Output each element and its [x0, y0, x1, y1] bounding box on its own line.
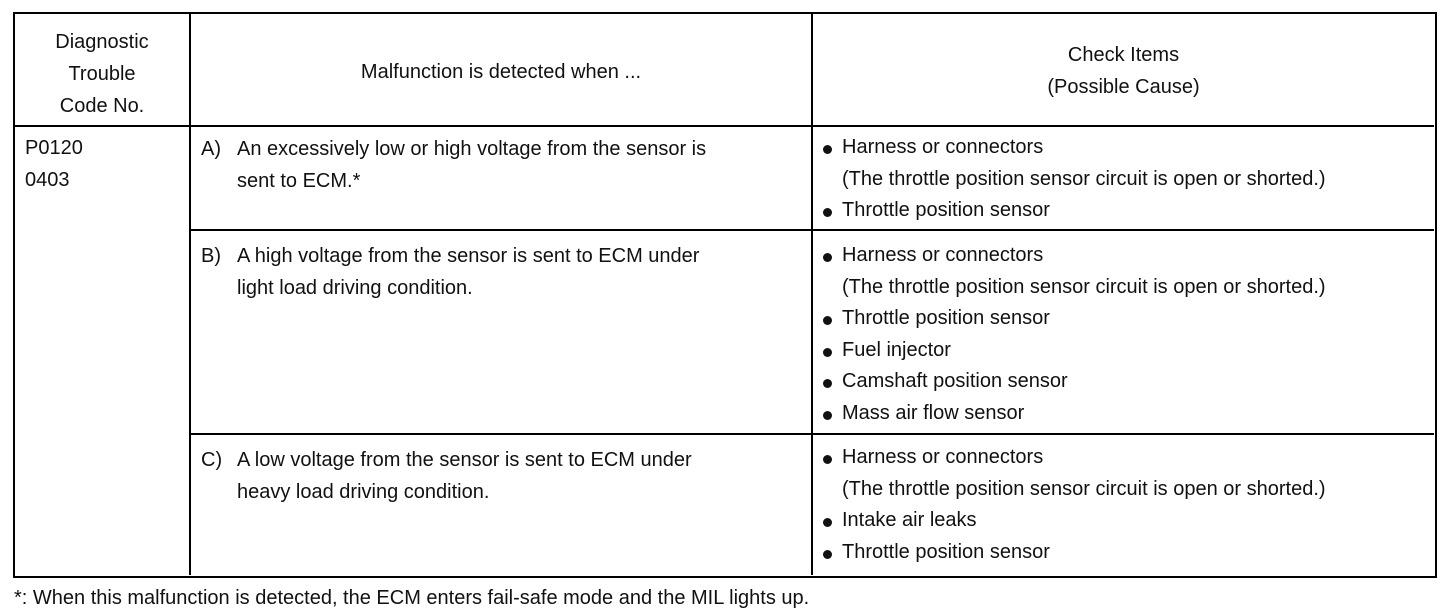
condition-b-text-1: A high voltage from the sensor is sent t… [237, 245, 700, 267]
list-item: Mass air flow sensor [818, 398, 1432, 430]
causes-c: Harness or connectors (The throttle posi… [818, 442, 1432, 568]
cause-label: Harness or connectors [842, 446, 1044, 468]
condition-c-text-1: A low voltage from the sensor is sent to… [237, 449, 692, 471]
cause-label: Mass air flow sensor [842, 401, 1025, 424]
condition-b-letter: B) [201, 245, 221, 267]
bullet-icon [823, 145, 832, 154]
column-divider-condition [811, 14, 813, 575]
bullet-icon [823, 347, 832, 357]
list-item: Harness or connectors [818, 132, 1432, 164]
condition-a-letter: A) [201, 138, 221, 160]
condition-c-indent [201, 477, 237, 509]
dtc-code-obd: P0120 [25, 137, 83, 159]
footnote: *: When this malfunction is detected, th… [14, 587, 810, 609]
bullet-icon [823, 518, 832, 527]
condition-b-text-2: light load driving condition. [237, 276, 473, 299]
bullet-icon [823, 455, 832, 464]
list-item: Fuel injector [818, 335, 1432, 367]
bullet-icon [823, 410, 832, 420]
cause-label: Throttle position sensor [842, 540, 1050, 563]
condition-c-text-2: heavy load driving condition. [237, 480, 490, 503]
header-malfunction: Malfunction is detected when ... [191, 56, 811, 88]
diagnostic-table: Diagnostic Trouble Code No. Malfunction … [13, 12, 1437, 578]
condition-b-line-2: light load driving condition. [201, 273, 809, 305]
condition-b: B) A high voltage from the sensor is sen… [201, 241, 809, 304]
causes-a: Harness or connectors (The throttle posi… [818, 132, 1432, 227]
causes-c-list: Harness or connectors (The throttle posi… [818, 442, 1432, 568]
list-item: Harness or connectors [818, 240, 1432, 272]
cause-label: Harness or connectors [842, 136, 1044, 158]
header-check-items-line-2: (Possible Cause) [1047, 76, 1200, 98]
header-code-line-3: Code No. [59, 95, 145, 117]
causes-a-list: Harness or connectors (The throttle posi… [818, 132, 1432, 227]
header-code-line-2: Trouble [68, 63, 136, 85]
condition-a-line-1: A) An excessively low or high voltage fr… [201, 134, 809, 166]
causes-b-list: Harness or connectors (The throttle posi… [818, 240, 1432, 429]
bullet-icon [823, 208, 832, 217]
cause-label: Fuel injector [842, 338, 951, 361]
condition-a-text-1: An excessively low or high voltage from … [237, 138, 707, 160]
condition-a-line-2: sent to ECM.* [201, 166, 809, 198]
bullet-icon [823, 379, 832, 388]
column-divider-code [189, 14, 191, 575]
dtc-codes: P0120 0403 [25, 133, 185, 196]
list-item: Throttle position sensor [818, 537, 1432, 569]
cause-label: Throttle position sensor [842, 307, 1050, 329]
list-item: Throttle position sensor [818, 303, 1432, 335]
list-item: Harness or connectors [818, 442, 1432, 474]
causes-b: Harness or connectors (The throttle posi… [818, 240, 1432, 429]
condition-b-indent [201, 273, 237, 305]
list-item: Intake air leaks [818, 505, 1432, 537]
condition-a-indent [201, 166, 237, 198]
cause-detail: (The throttle position sensor circuit is… [842, 167, 1326, 190]
header-divider [15, 125, 1434, 127]
header-code-line-1: Diagnostic [55, 31, 149, 53]
cause-label: Harness or connectors [842, 244, 1044, 266]
condition-a-text-2: sent to ECM.* [237, 169, 361, 192]
header-check-items-line-1: Check Items [1067, 44, 1180, 66]
cause-label: Throttle position sensor [842, 199, 1050, 221]
condition-c: C) A low voltage from the sensor is sent… [201, 445, 809, 508]
condition-b-line-1: B) A high voltage from the sensor is sen… [201, 241, 809, 273]
cause-detail: (The throttle position sensor circuit is… [842, 477, 1326, 500]
row-divider-a-b [189, 229, 1434, 231]
row-divider-b-c [189, 433, 1434, 435]
dtc-code-mil: 0403 [25, 168, 70, 191]
header-code-no: Diagnostic Trouble Code No. [15, 26, 189, 122]
header-malfunction-label: Malfunction is detected when ... [360, 61, 642, 83]
cause-label: Camshaft position sensor [842, 370, 1068, 392]
header-check-items: Check Items (Possible Cause) [813, 39, 1434, 103]
cause-label: Intake air leaks [842, 509, 977, 531]
bullet-icon [823, 549, 832, 559]
condition-c-line-1: C) A low voltage from the sensor is sent… [201, 445, 809, 477]
list-item: Throttle position sensor [818, 195, 1432, 227]
condition-c-line-2: heavy load driving condition. [201, 477, 809, 509]
condition-c-letter: C) [201, 449, 223, 471]
bullet-icon [823, 316, 832, 325]
list-item-detail: (The throttle position sensor circuit is… [818, 474, 1432, 506]
list-item-detail: (The throttle position sensor circuit is… [818, 164, 1432, 196]
list-item-detail: (The throttle position sensor circuit is… [818, 272, 1432, 304]
condition-a: A) An excessively low or high voltage fr… [201, 134, 809, 197]
bullet-icon [823, 253, 832, 262]
cause-detail: (The throttle position sensor circuit is… [842, 275, 1326, 298]
list-item: Camshaft position sensor [818, 366, 1432, 398]
